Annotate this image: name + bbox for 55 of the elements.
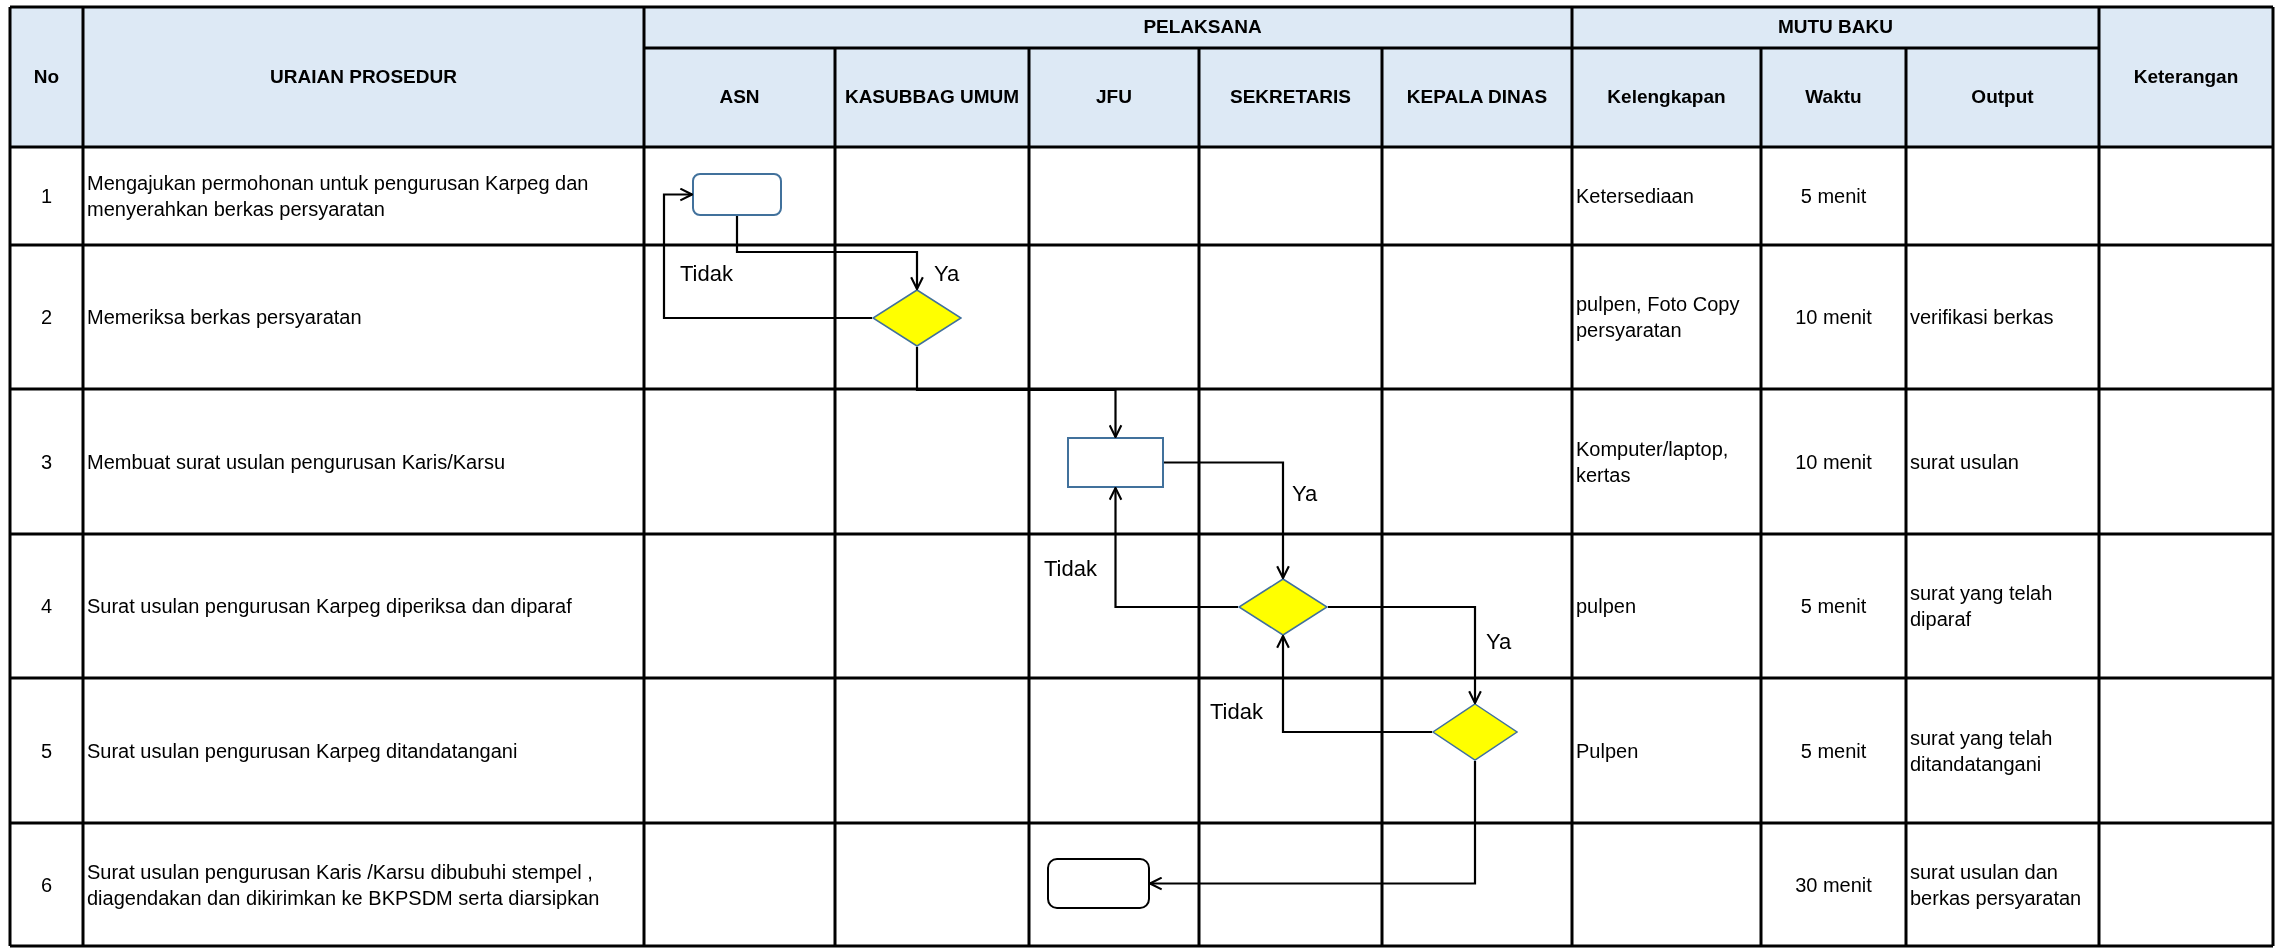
table-text: 5 menit — [1800, 184, 1867, 209]
table-text: Ketersediaan — [1576, 184, 1694, 209]
column-header: PELAKSANA — [1143, 15, 1262, 40]
column-header: SEKRETARIS — [1229, 85, 1352, 110]
table-text: surat yang telah ditandatangani — [1910, 725, 2054, 777]
table-text: Pulpen — [1576, 738, 1639, 764]
table-text: surat usulan — [1910, 449, 2019, 475]
table-text: surat yang telah diparaf — [1910, 581, 2054, 632]
process-box — [692, 173, 782, 216]
row-number: 2 — [40, 305, 53, 330]
flow-arrow — [1164, 461, 1290, 580]
flow-arrow — [1276, 634, 1432, 734]
flow-arrow — [662, 187, 872, 320]
decision-diamond — [872, 289, 962, 347]
table-text: verifikasi berkas — [1910, 305, 2054, 330]
row-number: 4 — [40, 594, 53, 619]
decision-diamond — [1238, 578, 1328, 636]
row-number: 5 — [40, 738, 53, 764]
column-header: ASN — [719, 85, 760, 110]
row-number: 6 — [40, 872, 53, 898]
column-header: Keterangan — [2133, 64, 2239, 89]
flow-arrow — [915, 347, 1123, 439]
process-box — [1067, 437, 1164, 488]
table-text: Surat usulan pengurusan Karis /Karsu dibubuhi stempel , diagendakan dan dikirimkan ke BKPSDM serta diarsipkan — [87, 859, 601, 911]
row-number: 3 — [40, 449, 53, 475]
flow-arrow — [735, 216, 924, 291]
column-header: JFU — [1096, 85, 1132, 110]
table-text: surat usulan dan berkas persyaratan — [1910, 859, 2083, 911]
table-text: Komputer/laptop, kertas — [1576, 436, 1730, 488]
column-header: Waktu — [1805, 85, 1862, 110]
table-text: pulpen, Foto Copy persyaratan — [1576, 292, 1741, 343]
table-text: 5 menit — [1800, 738, 1867, 764]
process-box — [1047, 858, 1150, 909]
flow-arrow — [1328, 605, 1482, 705]
table-text: Mengajukan permohonan untuk pengurusan Karpeg dan menyerahkan berkas persyaratan — [87, 171, 590, 222]
table-text: 10 menit — [1795, 449, 1872, 475]
table-text: 10 menit — [1795, 305, 1872, 330]
flow-arrow — [1108, 486, 1238, 609]
table-text: Surat usulan pengurusan Karpeg ditandatangani — [87, 738, 518, 764]
table-text: Memeriksa berkas persyaratan — [87, 305, 362, 330]
table-text: Membuat surat usulan pengurusan Karis/Karsu — [87, 449, 505, 475]
table-text: pulpen — [1576, 594, 1637, 619]
column-header: KEPALA DINAS — [1406, 85, 1548, 110]
table-text: 30 menit — [1795, 872, 1872, 898]
column-header: Kelengkapan — [1607, 85, 1726, 110]
column-header: No — [33, 64, 60, 89]
flow-arrow — [1148, 761, 1477, 891]
table-text: 5 menit — [1800, 594, 1867, 619]
column-header: MUTU BAKU — [1777, 15, 1893, 40]
row-number: 1 — [40, 184, 53, 209]
column-header: KASUBBAG UMUM — [844, 85, 1020, 110]
table-text: Surat usulan pengurusan Karpeg diperiksa dan diparaf — [87, 594, 572, 619]
column-header: Output — [1971, 85, 2034, 110]
column-header: URAIAN PROSEDUR — [270, 64, 457, 89]
decision-diamond — [1432, 703, 1518, 761]
